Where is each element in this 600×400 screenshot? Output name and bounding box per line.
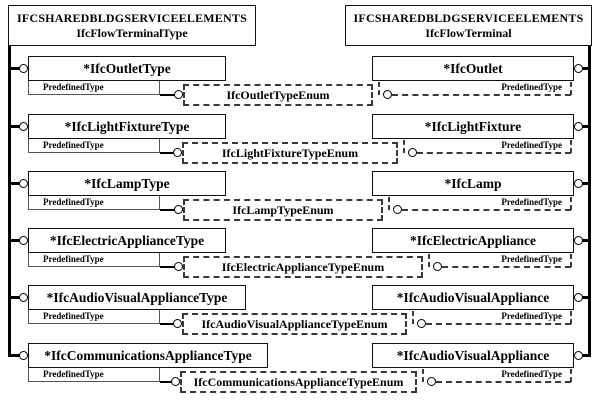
right-relation-circle [383,90,392,99]
left-branch-line [9,296,23,299]
left-branch-line [9,67,23,70]
right-relation-tick [378,82,380,95]
right-entity-box: *IfcAudioVisualAppliance [372,343,574,368]
left-entity-box: *IfcElectricApplianceType [28,228,226,253]
right-branch-line [582,239,590,242]
right-attribute-label: PredefinedType [501,311,562,321]
left-attribute-compartment: PredefinedType [28,196,160,210]
left-entity-box: *IfcAudioVisualApplianceType [28,285,246,310]
left-attribute-compartment: PredefinedType [28,368,160,382]
right-relation-circle [408,148,417,157]
right-attribute-label: PredefinedType [501,369,562,379]
right-relation-line [417,152,571,154]
right-attribute-tick [570,197,572,210]
right-relation-tick [422,369,424,382]
left-relation-circle [173,148,182,157]
left-relation-line [160,209,175,211]
right-relation-line [436,381,571,383]
right-relation-tick [412,311,414,324]
right-attribute-label: PredefinedType [501,82,562,92]
right-relation-line [442,266,571,268]
right-entity-box: *IfcLightFixture [372,114,574,139]
left-entity-box: *IfcOutletType [28,56,226,81]
left-attribute-compartment: PredefinedType [28,139,160,153]
left-branch-line [9,125,23,128]
enum-type-box: IfcElectricApplianceTypeEnum [183,256,423,278]
right-branch-line [582,296,590,299]
right-attribute-tick [570,140,572,153]
right-relation-line [402,209,571,211]
left-branch-line [9,354,23,357]
enum-type-box: IfcLightFixtureTypeEnum [182,142,398,164]
left-package-schema: IFCSHAREDBLDGSERVICEELEMENTS [17,11,247,25]
right-branch-line [582,182,590,185]
left-relation-circle [174,262,183,271]
right-branch-line [582,67,590,70]
right-entity-box: *IfcLamp [372,171,574,196]
enum-type-box: IfcAudioVisualApplianceTypeEnum [182,313,407,335]
left-package-box: IFCSHAREDBLDGSERVICEELEMENTS IfcFlowTerm… [8,5,256,46]
left-bus-line [8,46,11,357]
right-relation-tick [388,197,390,210]
right-relation-circle [393,205,402,214]
left-branch-line [9,182,23,185]
left-relation-line [160,152,174,154]
left-relation-line [160,323,174,325]
right-branch-line [582,354,590,357]
left-attribute-compartment: PredefinedType [28,81,160,95]
enum-type-box: IfcCommunicationsApplianceTypeEnum [180,371,417,393]
right-entity-box: *IfcOutlet [372,56,574,81]
left-package-name: IfcFlowTerminalType [76,26,188,40]
right-bus-line [588,46,591,357]
right-relation-line [426,323,571,325]
left-branch-circle [19,293,28,302]
right-entity-box: *IfcAudioVisualAppliance [372,285,574,310]
left-branch-line [9,239,23,242]
left-relation-line [160,266,175,268]
right-relation-circle [433,262,442,271]
left-attribute-compartment: PredefinedType [28,253,160,267]
left-relation-circle [174,205,183,214]
left-relation-circle [174,90,183,99]
left-relation-circle [171,377,180,386]
right-package-box: IFCSHAREDBLDGSERVICEELEMENTS IfcFlowTerm… [345,5,592,46]
right-package-schema: IFCSHAREDBLDGSERVICEELEMENTS [353,11,584,25]
enum-type-box: IfcOutletTypeEnum [183,84,373,106]
left-relation-line [160,381,172,383]
right-relation-circle [417,319,426,328]
right-attribute-tick [570,369,572,382]
right-relation-tick [403,140,405,153]
right-relation-circle [427,377,436,386]
left-entity-box: *IfcLampType [28,171,226,196]
right-relation-line [392,94,571,96]
right-relation-tick [428,254,430,267]
left-branch-circle [19,179,28,188]
left-relation-circle [173,319,182,328]
left-entity-box: *IfcLightFixtureType [28,114,226,139]
right-attribute-label: PredefinedType [501,197,562,207]
left-relation-line [160,94,175,96]
left-branch-circle [19,122,28,131]
left-branch-circle [19,236,28,245]
right-entity-box: *IfcElectricAppliance [372,228,574,253]
right-attribute-tick [570,254,572,267]
enum-type-box: IfcLampTypeEnum [183,199,383,221]
right-attribute-label: PredefinedType [501,254,562,264]
right-attribute-label: PredefinedType [501,140,562,150]
left-branch-circle [19,351,28,360]
right-attribute-tick [570,311,572,324]
right-package-name: IfcFlowTerminal [425,26,512,40]
left-branch-circle [19,64,28,73]
right-attribute-tick [570,82,572,95]
left-attribute-compartment: PredefinedType [28,310,160,324]
left-entity-box: *IfcCommunicationsApplianceType [28,343,268,368]
right-branch-line [582,125,590,128]
